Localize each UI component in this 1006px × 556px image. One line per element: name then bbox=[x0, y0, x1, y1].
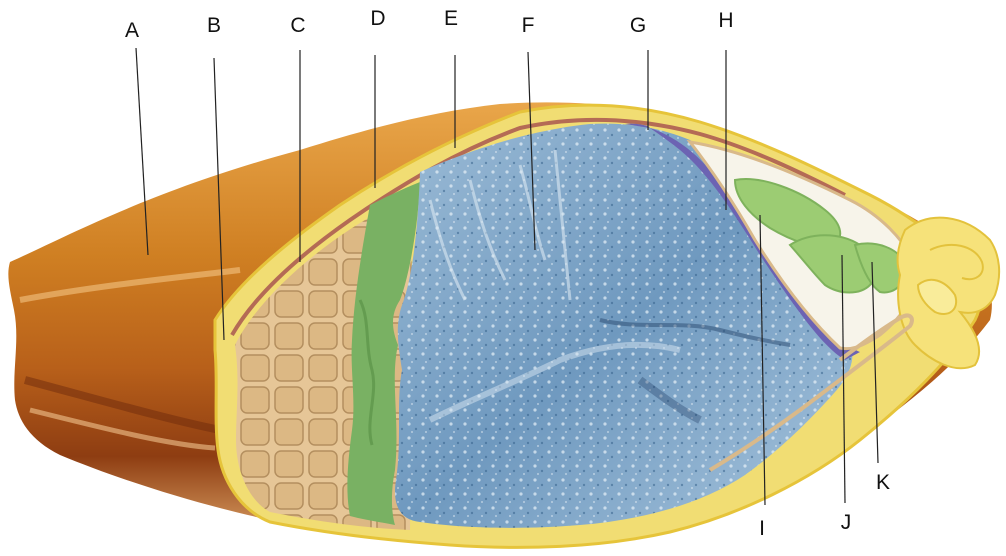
label-a: A bbox=[125, 20, 139, 41]
label-h: H bbox=[718, 10, 733, 31]
label-d: D bbox=[370, 8, 385, 29]
label-e: E bbox=[444, 8, 458, 29]
label-c: C bbox=[290, 15, 305, 36]
label-j: J bbox=[841, 512, 852, 533]
label-g: G bbox=[630, 15, 646, 36]
label-b: B bbox=[207, 15, 221, 36]
label-k: K bbox=[876, 472, 890, 493]
label-f: F bbox=[522, 15, 535, 36]
label-i: I bbox=[759, 518, 765, 539]
